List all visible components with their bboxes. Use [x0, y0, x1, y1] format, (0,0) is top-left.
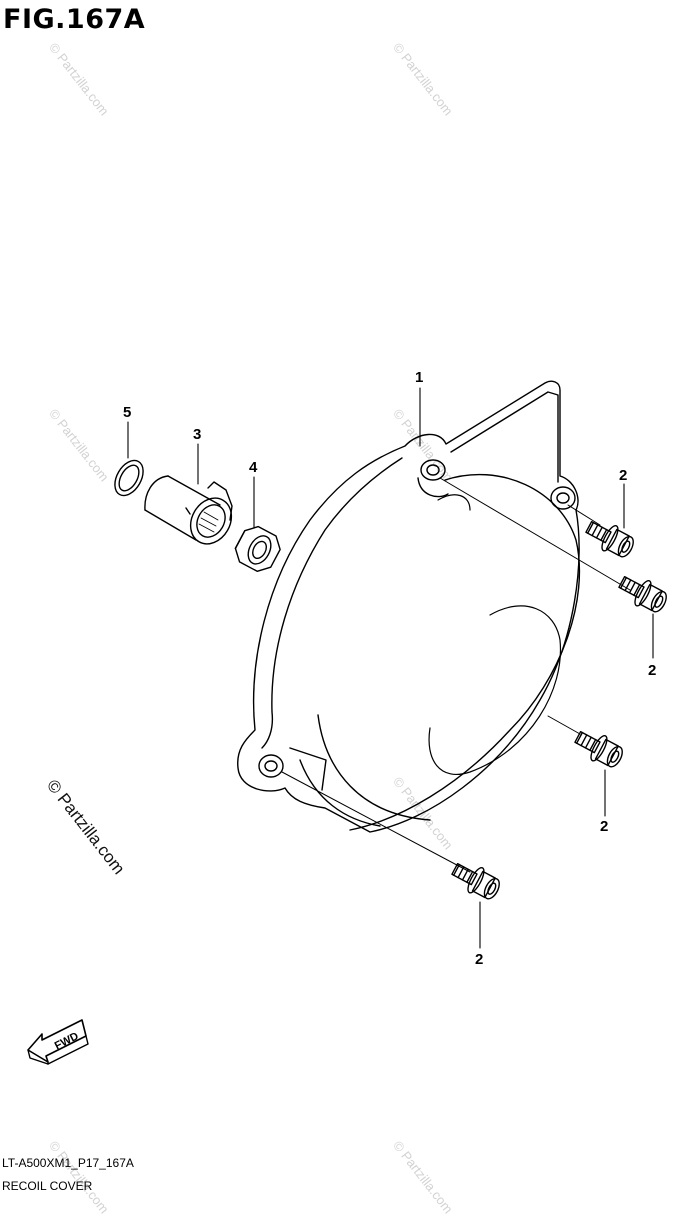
callout-part-3: 3 — [193, 426, 202, 443]
diagram-code: LT-A500XM1_P17_167A — [2, 1156, 134, 1170]
callout-part-4: 4 — [249, 459, 258, 476]
callout-part-2: 2 — [475, 951, 484, 968]
callout-part-2: 2 — [600, 818, 609, 835]
bolt-4 — [451, 862, 500, 900]
assembly-lines — [281, 477, 631, 873]
callout-leaders — [127, 387, 654, 949]
nut — [234, 525, 281, 572]
bolt-3 — [574, 730, 623, 768]
figure-title: FIG.167A — [3, 4, 146, 35]
recoil-cover — [237, 380, 581, 833]
bolt-1 — [585, 520, 634, 558]
spacer-collar — [144, 475, 233, 545]
fwd-arrow-icon — [27, 1019, 89, 1065]
callout-part-5: 5 — [123, 404, 132, 421]
callout-part-1: 1 — [415, 369, 424, 386]
diagram-name: RECOIL COVER — [2, 1179, 93, 1193]
callout-part-2: 2 — [619, 467, 628, 484]
o-ring — [114, 459, 144, 497]
callout-part-2: 2 — [648, 662, 657, 679]
bolt-2 — [618, 575, 667, 613]
